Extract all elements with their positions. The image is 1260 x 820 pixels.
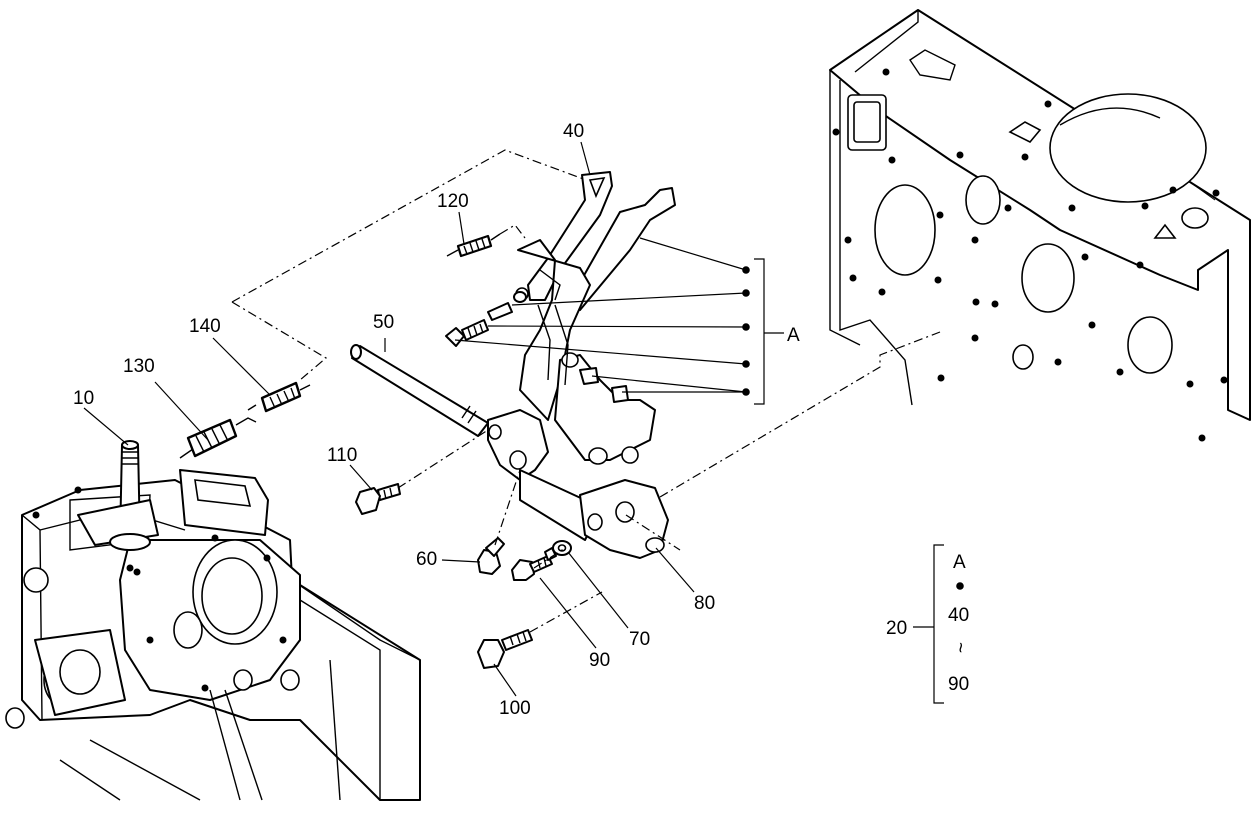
callout-10: 10 — [73, 388, 94, 409]
assembly-lines — [231, 149, 941, 633]
timing-case-drawing — [5, 469, 421, 801]
legend-letter-a: A — [953, 552, 966, 573]
legend-tilde: ~ — [949, 642, 970, 653]
engine-block-drawing — [829, 9, 1251, 442]
legend-box: 20 A 40 ~ 90 — [886, 544, 970, 704]
part-50-rod — [350, 344, 489, 437]
part-100-bolt — [477, 629, 533, 669]
part-10-shaft — [77, 440, 159, 551]
part-110-bolt — [355, 483, 401, 515]
callout-100: 100 — [499, 698, 531, 719]
part-140-spring — [247, 381, 311, 413]
callout-140: 140 — [189, 316, 221, 337]
group-a-leaders — [454, 237, 784, 405]
callout-leaders — [83, 141, 695, 697]
callout-110: 110 — [327, 445, 357, 466]
part-80-bracket — [487, 409, 669, 559]
callout-labels: 10 130 140 50 120 40 110 60 90 70 80 100… — [73, 121, 800, 719]
callout-60: 60 — [416, 549, 437, 570]
legend-to: 90 — [948, 674, 969, 695]
callout-90: 90 — [589, 650, 610, 671]
group-a-small-parts — [445, 291, 629, 403]
callout-50: 50 — [373, 312, 394, 333]
callout-130: 130 — [123, 356, 155, 377]
callout-80: 80 — [694, 593, 715, 614]
part-70-washer — [544, 540, 572, 561]
legend-dot-icon — [956, 582, 964, 590]
legend-ref-20: 20 — [886, 618, 907, 639]
callout-120: 120 — [437, 191, 469, 212]
legend-from: 40 — [948, 605, 969, 626]
part-60-bolt — [477, 537, 505, 575]
callout-40: 40 — [563, 121, 584, 142]
part-130-spring — [179, 417, 257, 459]
part-40-lever-assembly — [515, 171, 676, 465]
callout-70: 70 — [629, 629, 650, 650]
part-120-spring — [446, 233, 501, 258]
group-a-label: A — [787, 325, 800, 346]
